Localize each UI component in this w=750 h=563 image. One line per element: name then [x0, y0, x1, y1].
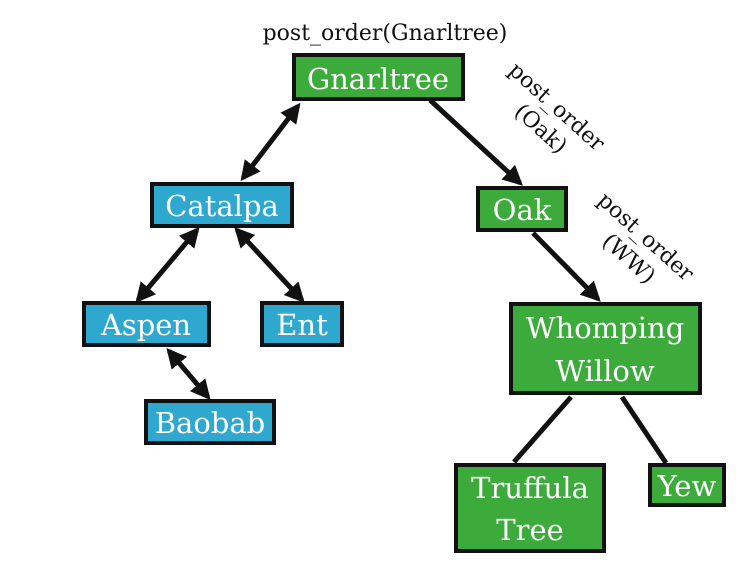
node-ent: Ent [260, 301, 344, 347]
node-baobab: Baobab [144, 399, 276, 445]
root-call-label: post_order(Gnarltree) [263, 21, 508, 46]
edge-oak-whomping-willow [531, 231, 601, 302]
edge-whomping-willow-yew [619, 395, 669, 465]
node-oak: Oak [476, 186, 568, 232]
node-whomping-willow-line1: Whomping [526, 311, 685, 345]
node-whomping-willow-box [509, 302, 702, 395]
node-gnarltree-label: Gnarltree [307, 62, 449, 96]
node-truffula-tree-line2: Tree [496, 513, 564, 547]
edge-gnarltree-oak [428, 98, 523, 186]
node-truffula-tree-box [454, 463, 606, 553]
node-gnarltree: Gnarltree [292, 53, 465, 101]
node-whomping-willow: Whomping Willow [509, 302, 702, 395]
node-oak-label: Oak [493, 193, 552, 227]
node-catalpa-box [150, 182, 294, 228]
node-catalpa-label: Catalpa [165, 189, 279, 223]
node-aspen-label: Aspen [100, 308, 191, 342]
node-catalpa: Catalpa [150, 182, 294, 228]
node-gnarltree-box [292, 53, 465, 101]
edge-gnarltree-catalpa [240, 102, 301, 182]
node-baobab-label: Baobab [155, 406, 265, 440]
edge-aspen-baobab [166, 347, 211, 401]
node-oak-box [476, 186, 568, 232]
node-baobab-box [144, 399, 276, 445]
node-whomping-willow-line2: Willow [555, 354, 655, 388]
node-truffula-tree-line1: Truffula [471, 471, 589, 505]
edge-catalpa-ent [234, 227, 305, 303]
node-ent-label: Ent [276, 308, 328, 342]
node-yew: Yew [648, 463, 726, 507]
edge-catalpa-aspen [135, 226, 200, 304]
node-yew-label: Yew [657, 469, 717, 503]
node-yew-box [648, 463, 726, 507]
node-truffula-tree: Truffula Tree [454, 463, 606, 553]
node-aspen-box [82, 301, 211, 347]
node-ent-box [260, 301, 344, 347]
node-aspen: Aspen [82, 301, 211, 347]
edge-whomping-willow-truffula [512, 395, 573, 464]
